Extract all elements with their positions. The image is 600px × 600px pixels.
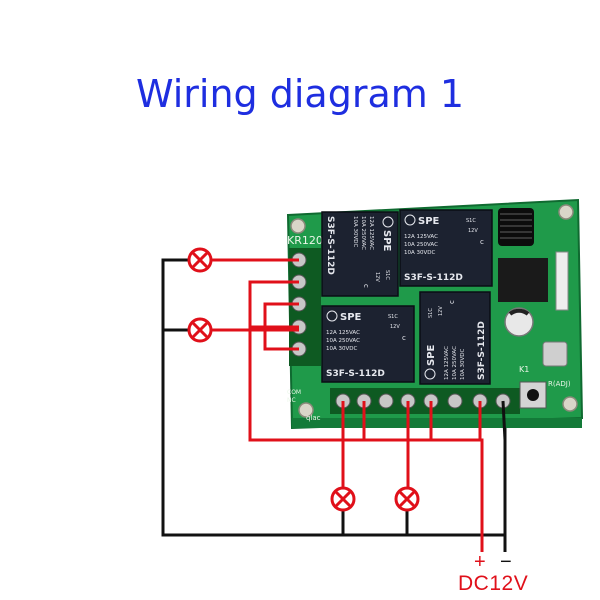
lamp-1 — [187, 247, 213, 273]
relay-brand: SPE — [381, 230, 392, 252]
red-wires — [211, 258, 484, 552]
red-wire-supply — [248, 280, 484, 552]
pin-header — [555, 251, 569, 311]
relay-code: S1C — [428, 308, 434, 318]
mount-hole — [290, 218, 306, 234]
relay-rating-2: 10A 250VAC — [452, 346, 458, 380]
relay-rating-1: 12A 125VAC — [444, 346, 450, 380]
relay-model: S3F-S-112D — [325, 216, 335, 275]
relay-code: S1C — [466, 218, 476, 224]
relay-rating-1: 12A 125VAC — [368, 216, 374, 250]
diagram-title: Wiring diagram 1 — [135, 72, 465, 116]
silk-com: COM — [287, 389, 301, 396]
pcb-shadow — [292, 418, 582, 428]
relay-pin: c — [448, 300, 456, 304]
relay-board: KR120 COM NC qlac — [286, 198, 584, 430]
relay-logo-icon — [424, 368, 436, 380]
relay-pin: c — [480, 238, 484, 246]
relay-rating-3: 10A 30VDC — [352, 216, 358, 248]
relay-logo-icon — [382, 216, 394, 228]
relay-volt: 12V — [374, 272, 380, 282]
relay-brand: SPE — [426, 344, 437, 366]
capacitor — [504, 307, 534, 337]
relay-pin: c — [402, 334, 406, 342]
lamp-2 — [187, 317, 213, 343]
relay-volt: 12V — [390, 324, 400, 330]
silk-k1: K1 — [519, 365, 529, 374]
lamp-4 — [394, 486, 420, 512]
silk-bottom: qlac — [306, 414, 321, 422]
relay-2: SPE S1C 12V 12A 125VAC 10A 250VAC 10A 30VDC cS… — [399, 209, 493, 287]
relay-3: SPE S1C 12V 12A 125VAC 10A 250VAC 10A 30VDC cS… — [321, 305, 415, 383]
ic-chip — [498, 258, 548, 302]
relay-brand: SPE — [340, 312, 362, 323]
relay-rating-3: 10A 30VDC — [326, 346, 358, 352]
relay-code: S1C — [384, 270, 390, 280]
board-label: KR120 — [287, 234, 323, 247]
relay-model: S3F-S-112D — [404, 273, 463, 283]
relay-pin: c — [362, 284, 370, 288]
lamp-3 — [330, 486, 356, 512]
black-wire-to-minus — [501, 400, 507, 441]
silk-nc: NC — [287, 397, 296, 404]
relay-rating-2: 10A 250VAC — [404, 242, 438, 248]
relay-brand: SPE — [418, 216, 440, 227]
relay-volt: 12V — [468, 228, 478, 234]
terminal-screw — [447, 393, 463, 409]
terminal-screw — [378, 393, 394, 409]
antenna-coil — [498, 208, 534, 246]
relay-rating-2: 10A 250VAC — [326, 338, 360, 344]
relay-logo-icon — [404, 214, 416, 226]
relay-code: S1C — [388, 314, 398, 320]
lamps — [187, 247, 420, 512]
mount-hole — [558, 204, 574, 220]
relay-rating-1: 12A 125VAC — [404, 234, 438, 240]
relay-model: S3F-S-112D — [477, 321, 487, 380]
crystal — [542, 341, 568, 367]
relay-model: S3F-S-112D — [326, 369, 385, 379]
power-minus: − — [500, 551, 512, 573]
relay-rating-3: 10A 30VDC — [460, 348, 466, 380]
relay-logo-icon — [326, 310, 338, 322]
relay-rating-3: 10A 30VDC — [404, 250, 436, 256]
relay-rating-2: 10A 250VAC — [360, 216, 366, 250]
power-label: DC12V — [458, 572, 529, 595]
mount-hole — [562, 396, 578, 412]
mount-hole — [298, 402, 314, 418]
power-plus: + — [474, 551, 486, 573]
relay-rating-1: 12A 125VAC — [326, 330, 360, 336]
silk-adj: R(ADJ) — [548, 380, 571, 388]
relay-volt: 12V — [438, 306, 444, 316]
